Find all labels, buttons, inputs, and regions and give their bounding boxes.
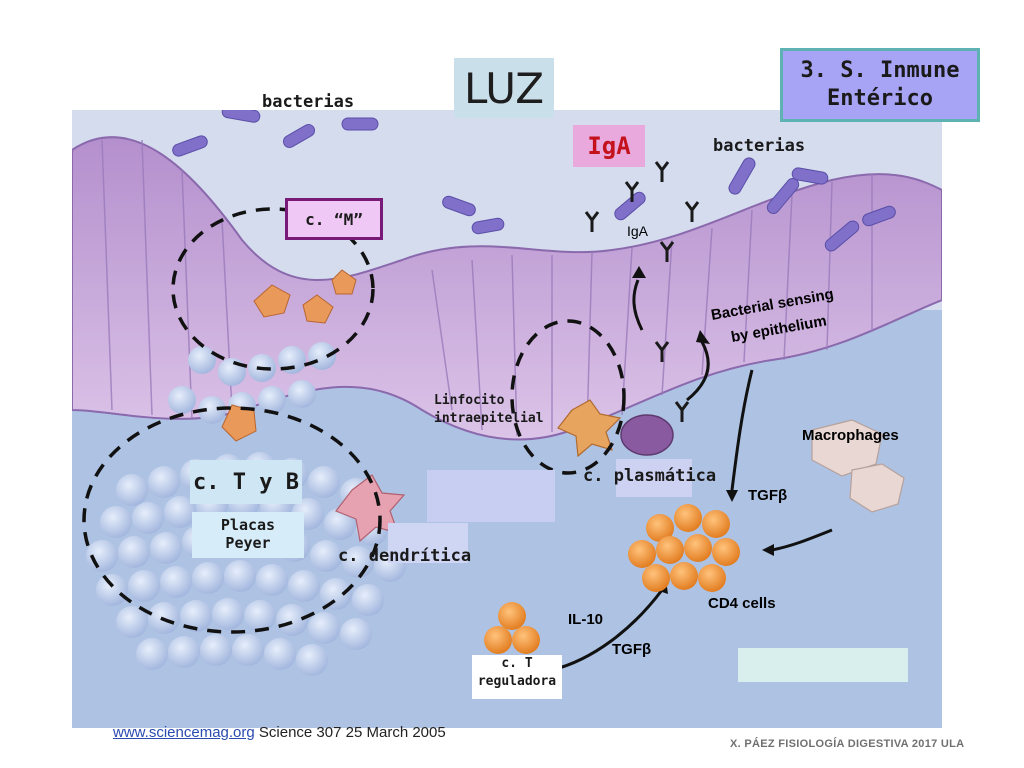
fig-label-il10: IL-10 (568, 611, 603, 628)
m-cell-antigen-cells (221, 269, 357, 442)
iga-label-text: IgA (587, 132, 631, 160)
intraepithelial-cell-shape (557, 399, 622, 458)
bacteria-label-left: bacterias (262, 92, 355, 112)
t-b-cells-label: c. T y B (190, 460, 302, 504)
blank-cover-2 (388, 523, 468, 563)
slide-title-line2: Entérico (827, 86, 933, 111)
treg-line2: reguladora (477, 674, 557, 689)
fig-label-tgfb-bottom: TGFβ (612, 641, 651, 658)
blank-cover-1 (427, 470, 555, 522)
source-link[interactable]: www.sciencemag.org (113, 724, 255, 741)
intraepithelial-line2: intraepitelial (434, 411, 544, 426)
lumen-label-text: LUZ (463, 63, 545, 113)
immune-illustration: IgA Bacterial sensing by epithelium Macr… (72, 110, 942, 728)
peyer-line2: Peyer (225, 534, 271, 552)
fig-label-tgfb-top: TGFβ (748, 487, 787, 504)
plasma-cell-shape (620, 414, 674, 456)
source-citation: www.sciencemag.org Science 307 25 March … (113, 724, 446, 741)
peyer-patches-label: Placas Peyer (192, 512, 304, 558)
bacteria-cluster (172, 110, 896, 252)
dendritic-cell-label: c. dendrítica (338, 546, 472, 566)
fig-label-macrophages: Macrophages (802, 427, 899, 444)
highlight-circles (82, 207, 626, 634)
fig-label-iga: IgA (627, 223, 649, 239)
m-cell-label-text: c. “M” (305, 209, 363, 229)
treg-cell-cluster (484, 602, 540, 654)
intraepithelial-lymphocyte-label: Linfocito intraepitelial (434, 392, 544, 428)
m-cell-label: c. “M” (285, 198, 383, 240)
treg-label: c. T reguladora (472, 655, 562, 699)
cd4-cell-cluster (628, 504, 740, 592)
iga-antibodies (584, 161, 700, 422)
peyer-line1: Placas (220, 516, 276, 534)
iga-label: IgA (573, 125, 645, 167)
treg-line1: c. T (501, 656, 533, 671)
t-b-cells-label-text: c. T y B (193, 469, 299, 495)
author-credit: X. PÁEZ FISIOLOGÍA DIGESTIVA 2017 ULA (730, 738, 965, 750)
macrophages-shape (811, 419, 905, 513)
intraepithelial-line1: Linfocito (434, 393, 505, 408)
bacteria-label-right: bacterias (713, 136, 806, 156)
source-citation-text: Science 307 25 March 2005 (254, 724, 446, 741)
slide-title-line1: 3. S. Inmune (800, 58, 960, 83)
signaling-arrows (551, 279, 833, 672)
lumen-label: LUZ (454, 58, 554, 118)
fig-label-cd4: CD4 cells (708, 595, 776, 612)
epithelial-cell-borders (101, 139, 873, 437)
blank-cover-3 (616, 459, 692, 497)
plasma-cell-label: c. plasmática (583, 466, 717, 486)
blank-cover-4 (738, 648, 908, 682)
slide-title: 3. S. Inmune Entérico (780, 48, 980, 122)
